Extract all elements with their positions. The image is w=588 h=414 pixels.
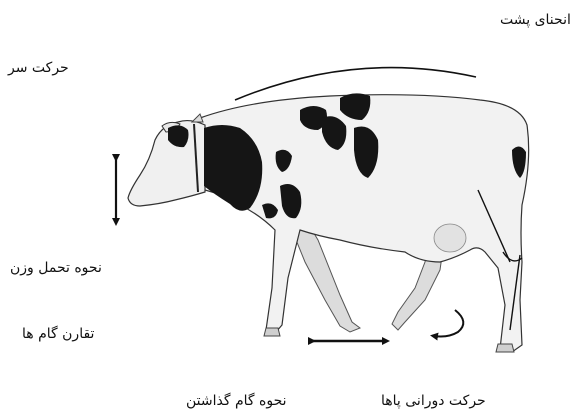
cow-hooves bbox=[264, 328, 514, 352]
leg-rotation-arrow bbox=[434, 310, 463, 337]
label-head-movement: حرکت سر bbox=[8, 59, 69, 77]
cow-horns bbox=[192, 114, 203, 122]
label-step-symmetry: تقارن گام ها bbox=[22, 325, 94, 343]
label-foot-placement: نحوه گام گذاشتن bbox=[186, 392, 287, 410]
label-back-curvature: انحنای پشت bbox=[500, 11, 571, 29]
label-weight-bearing: نحوه تحمل وزن bbox=[10, 259, 102, 277]
cow-udder bbox=[434, 224, 466, 252]
cow-head bbox=[128, 121, 205, 206]
label-leg-rotation: حرکت دورانی پاها bbox=[381, 392, 486, 410]
